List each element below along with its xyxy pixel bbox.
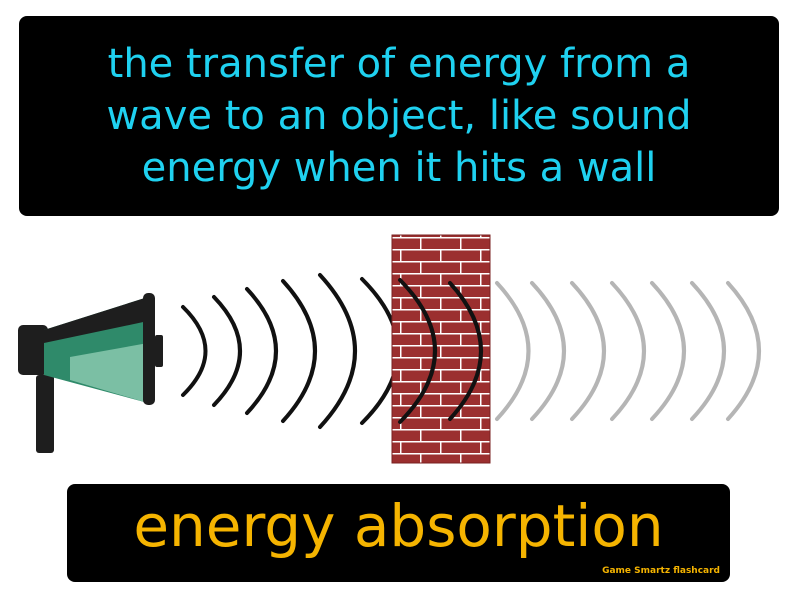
faded-sound-waves [495,281,761,421]
definition-panel: the transfer of energy from a wave to an… [19,16,779,216]
definition-line-3: energy when it hits a wall [141,145,657,191]
illustration [18,234,761,464]
absorbed-waves [398,278,483,424]
brand-label: Game Smartz flashcard [602,566,720,576]
definition-line-1: the transfer of energy from a [107,41,691,87]
megaphone-icon [18,293,163,453]
sound-waves [181,273,400,429]
term-title: energy absorption [133,492,664,560]
definition-line-2: wave to an object, like sound [106,93,692,139]
brick-wall [391,234,491,464]
term-panel: energy absorption Game Smartz flashcard [67,484,730,582]
